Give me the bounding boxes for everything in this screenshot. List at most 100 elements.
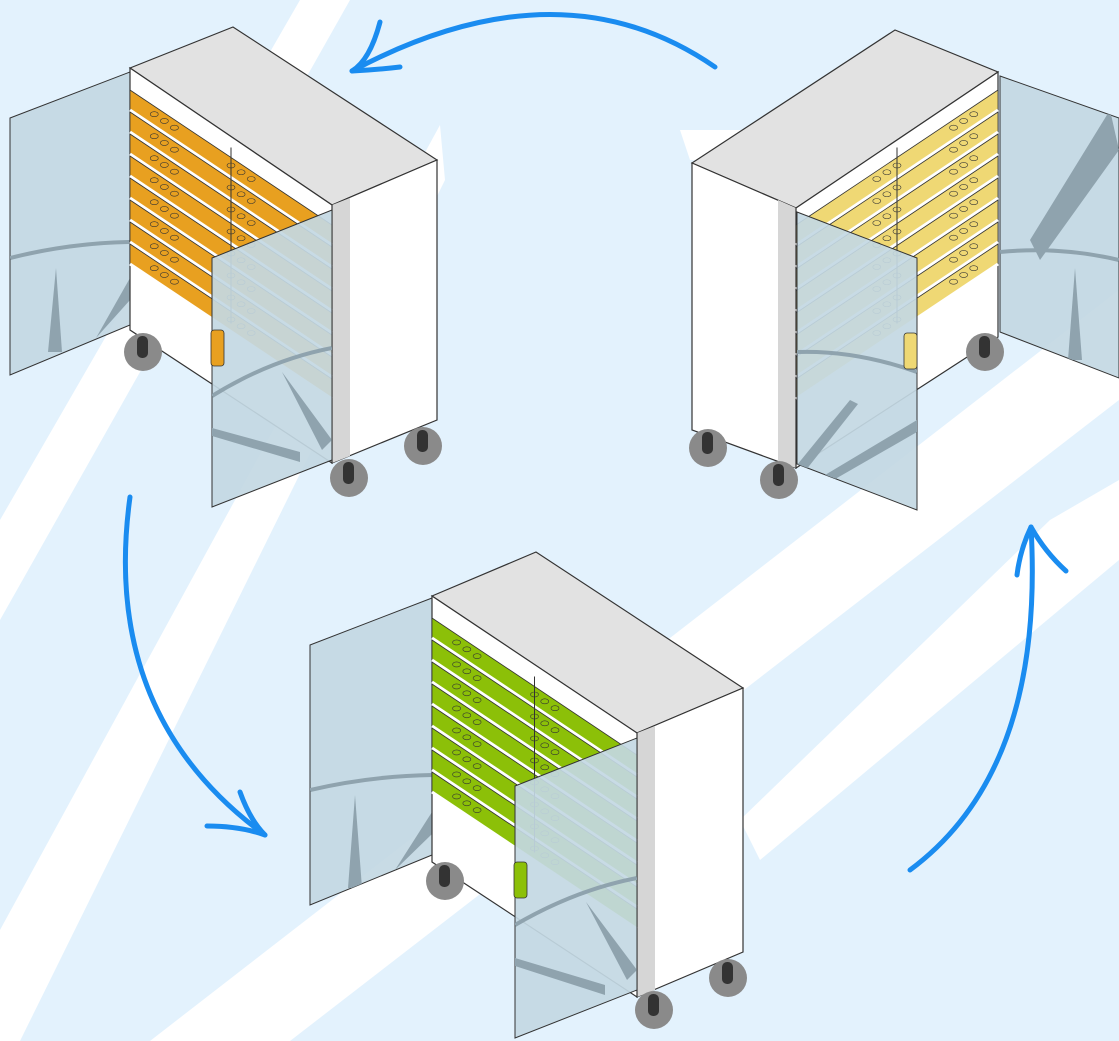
shelf-hole xyxy=(949,190,958,197)
shelf-hole xyxy=(959,184,968,190)
shelf-hole xyxy=(452,793,461,800)
shelf-hole xyxy=(452,661,461,668)
shelf-hole xyxy=(246,198,256,204)
shelf-hole xyxy=(969,111,979,117)
shelf-hole xyxy=(170,168,179,175)
shelf-hole xyxy=(540,698,550,705)
cart-handle[interactable] xyxy=(210,329,225,367)
wheel xyxy=(635,991,673,1029)
shelf-hole xyxy=(236,169,246,176)
arrow-top xyxy=(349,12,718,74)
cart-corner-edge xyxy=(332,198,350,463)
shelf-hole xyxy=(170,212,179,219)
shelf-hole xyxy=(160,118,169,124)
shelf-hole xyxy=(949,168,958,175)
shelf-hole xyxy=(170,278,179,285)
shelf-hole xyxy=(969,265,979,272)
cart-corner-edge xyxy=(637,726,655,997)
shelf-hole xyxy=(969,199,979,205)
shelf-hole xyxy=(149,265,159,272)
shelf-hole xyxy=(959,206,968,212)
shelf-hole xyxy=(882,191,892,198)
shelf-hole xyxy=(959,272,968,278)
shelf-hole xyxy=(882,213,892,220)
shelf-hole xyxy=(472,719,482,725)
wheel xyxy=(760,461,798,499)
cart-wheels xyxy=(426,862,747,1029)
shelf-hole xyxy=(149,243,159,249)
shelf-hole xyxy=(949,124,958,131)
shelf-hole xyxy=(462,646,472,653)
cart-orange xyxy=(9,26,442,508)
shelf-hole xyxy=(160,272,169,278)
wheel xyxy=(426,862,464,900)
shelf-hole xyxy=(452,727,461,734)
shelf-hole xyxy=(472,785,482,791)
shelf-hole xyxy=(540,742,550,749)
shelf-hole xyxy=(149,177,159,183)
shelf-hole xyxy=(472,807,482,813)
shelf-hole xyxy=(246,176,256,182)
shelf-hole xyxy=(882,169,892,176)
cart-left-door xyxy=(309,597,433,906)
cart-left-door xyxy=(9,71,131,376)
shelf-hole xyxy=(236,235,246,242)
wheel xyxy=(404,427,442,465)
shelf-hole xyxy=(540,764,550,771)
shelf-hole xyxy=(149,111,159,117)
shelf-hole xyxy=(170,146,179,153)
wheel xyxy=(124,333,162,371)
light-beam xyxy=(740,480,1119,860)
shelf-hole xyxy=(452,771,461,778)
shelf-hole xyxy=(550,705,560,712)
cart-green xyxy=(309,551,747,1039)
shelf-hole xyxy=(452,639,461,646)
cart-wheels xyxy=(689,333,1004,499)
shelf-hole xyxy=(160,184,169,190)
shelf-hole xyxy=(170,190,179,197)
arrow-right xyxy=(907,524,1069,873)
shelf-hole xyxy=(160,206,169,212)
shelf-hole xyxy=(872,176,882,182)
shelf-hole xyxy=(462,734,472,741)
shelf-hole xyxy=(959,228,968,234)
shelf-hole xyxy=(160,250,169,256)
shelf-hole xyxy=(969,243,979,249)
shelf-hole xyxy=(540,720,550,727)
shelf-hole xyxy=(452,705,461,712)
shelf-hole xyxy=(959,140,968,146)
shelf-hole xyxy=(462,800,472,807)
shelf-hole xyxy=(472,675,482,681)
shelf-hole xyxy=(959,118,968,124)
shelf-hole xyxy=(170,234,179,241)
shelf-hole xyxy=(462,668,472,675)
shelf-hole xyxy=(462,690,472,697)
shelf-hole xyxy=(959,162,968,168)
shelf-hole xyxy=(452,683,461,690)
shelf-hole xyxy=(882,235,892,242)
shelf-hole xyxy=(462,756,472,763)
shelf-hole xyxy=(969,155,979,161)
shelf-hole xyxy=(160,228,169,234)
shelf-hole xyxy=(236,191,246,198)
shelf-hole xyxy=(969,221,979,227)
shelf-hole xyxy=(872,220,882,226)
shelf-hole xyxy=(949,278,958,285)
cart-handle[interactable] xyxy=(513,861,528,899)
cart-handle[interactable] xyxy=(903,332,918,370)
cart-right-door xyxy=(211,209,333,508)
shelf-hole xyxy=(149,221,159,227)
cart-wheels xyxy=(124,333,442,497)
shelf-hole xyxy=(949,256,958,263)
wheel xyxy=(689,429,727,467)
wheel xyxy=(709,959,747,997)
shelf-hole xyxy=(452,749,461,756)
shelf-hole xyxy=(149,199,159,205)
shelf-hole xyxy=(246,220,256,226)
arrow-left xyxy=(122,494,268,838)
shelf-hole xyxy=(949,212,958,219)
rotation-arrows xyxy=(122,12,1069,873)
wheel xyxy=(330,459,368,497)
shelf-hole xyxy=(472,697,482,703)
